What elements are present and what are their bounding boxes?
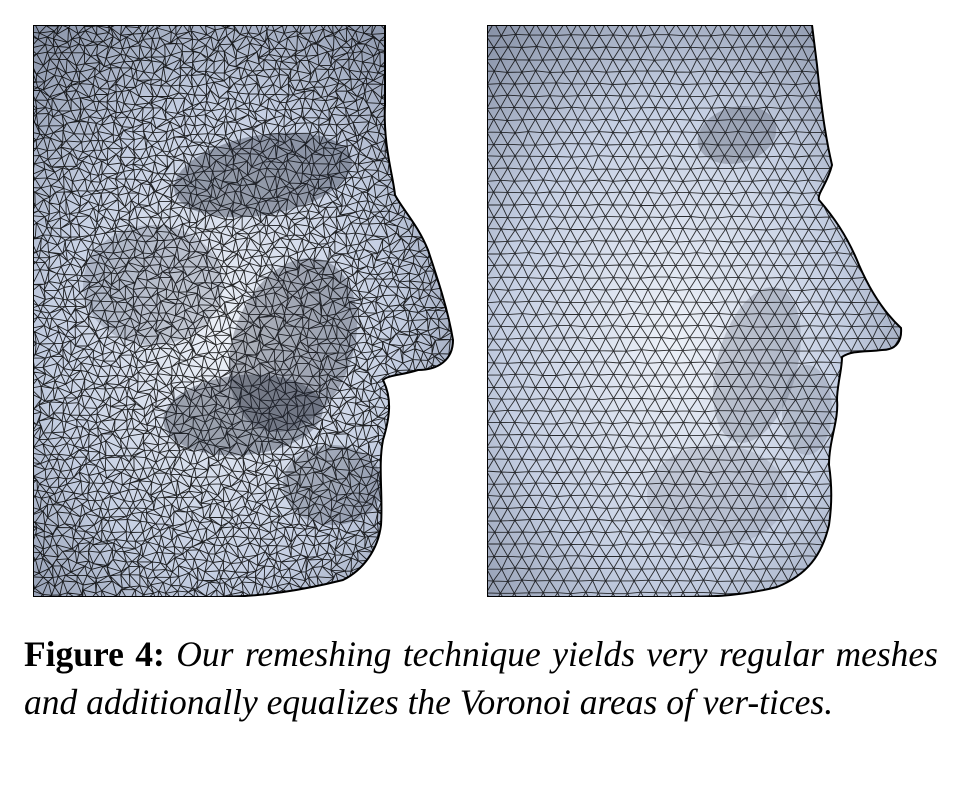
figure-caption-text: Our remeshing technique yields very regu… (24, 634, 938, 722)
feature-shadow (647, 445, 787, 545)
wireframe-edges (33, 25, 453, 597)
feature-shadow (697, 106, 777, 164)
feature-shadow (163, 374, 323, 456)
irregular-mesh-image (33, 25, 455, 597)
feature-shadow (174, 132, 352, 218)
feature-shadow (713, 287, 801, 443)
feature-shadow (83, 225, 223, 345)
irregular-mesh-face-render (33, 25, 455, 597)
remeshed-face-render (487, 25, 903, 597)
figure-caption: Figure 4: Our remeshing technique yields… (24, 630, 938, 726)
feature-shadow (283, 445, 383, 525)
feature-shadow (782, 365, 832, 455)
face-surface (487, 25, 902, 597)
regular-mesh-image (487, 25, 912, 597)
profile-outline (33, 25, 455, 597)
feature-shadow (228, 257, 358, 433)
profile-outline (487, 25, 903, 597)
figure-label: Figure 4: (24, 634, 165, 674)
